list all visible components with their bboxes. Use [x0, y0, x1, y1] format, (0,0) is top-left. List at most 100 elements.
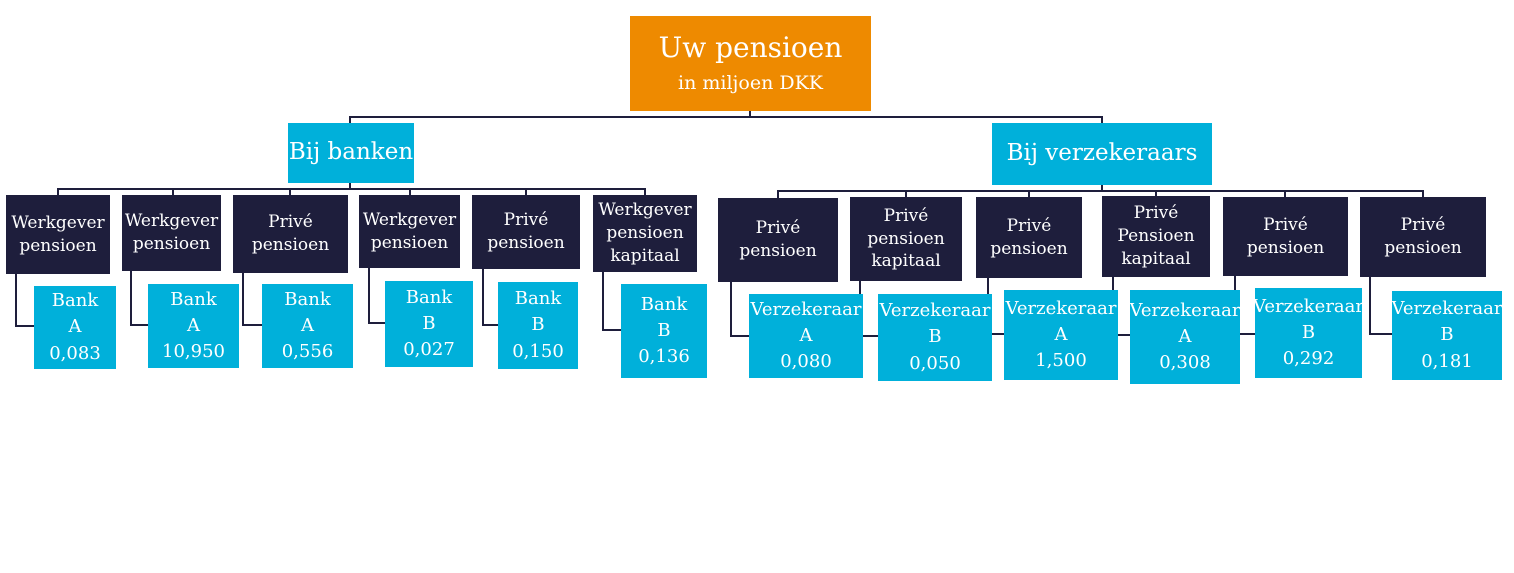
type-line: Werkgever — [124, 211, 219, 232]
provider-line: A — [187, 314, 200, 336]
provider-line: Verzekeraar — [879, 300, 991, 322]
connector-line-26 — [1369, 277, 1392, 335]
connector-line-3 — [57, 188, 646, 195]
insurer-type-node-5: Privé pensioen — [1223, 197, 1348, 276]
type-line: kapitaal — [871, 251, 941, 272]
bank-provider-node-3: Bank A 0,556 — [262, 284, 353, 368]
provider-line: B — [657, 319, 671, 341]
type-line: pensioen — [606, 223, 684, 244]
insurer-provider-node-2: Verzekeraar B 0,050 — [878, 294, 992, 381]
provider-line: A — [799, 324, 813, 346]
type-line: pensioen — [132, 234, 211, 254]
provider-line: A — [301, 314, 314, 336]
category-banks-label: Bij banken — [288, 139, 414, 166]
provider-line: B — [531, 314, 545, 336]
root-node: Uw pensioen in miljoen DKK — [630, 16, 871, 111]
amount-value: 0,080 — [780, 351, 832, 373]
type-line: Privé — [1263, 214, 1308, 235]
provider-line: Verzekeraar — [1005, 297, 1117, 319]
bank-type-node-5: Privé pensioen — [472, 195, 580, 269]
root-subtitle: in miljoen DKK — [678, 71, 823, 94]
insurer-provider-node-6: Verzekeraar B 0,181 — [1392, 291, 1503, 380]
connector-line-18 — [368, 268, 385, 324]
type-line: Privé — [1133, 203, 1179, 224]
provider-line: Verzekeraar — [1253, 295, 1364, 317]
type-line: Privé — [503, 210, 549, 231]
provider-line: A — [1054, 323, 1068, 345]
type-line: pensioen — [990, 238, 1068, 259]
insurer-type-node-6: Privé pensioen — [1360, 197, 1486, 277]
amount-value: 0,027 — [403, 339, 455, 361]
type-line: Privé — [883, 205, 929, 226]
type-line: Privé — [1400, 215, 1446, 236]
type-line: pensioen — [739, 241, 817, 261]
type-line: Werkgever — [11, 212, 105, 233]
bank-type-node-3: Privé pensioen — [233, 195, 348, 273]
connector-line-19 — [482, 269, 498, 326]
type-line: Pensioen — [1117, 226, 1195, 247]
amount-value: 0,083 — [49, 342, 101, 364]
type-line: kapitaal — [610, 245, 680, 266]
connector-line-21 — [730, 282, 749, 337]
provider-line: Bank — [51, 290, 99, 312]
bank-type-node-2: Werkgever pensioen — [122, 195, 221, 271]
bank-provider-node-2: Bank A 10,950 — [148, 284, 239, 368]
category-banks: Bij banken — [288, 123, 414, 183]
provider-line: Bank — [514, 288, 562, 310]
insurer-type-node-4: Privé Pensioen kapitaal — [1102, 196, 1210, 277]
root-title: Uw pensioen — [658, 31, 843, 65]
insurer-type-node-1: Privé pensioen — [718, 198, 838, 282]
connector-line-9 — [777, 190, 1424, 198]
category-insurers: Bij verzekeraars — [992, 123, 1212, 185]
amount-value: 10,950 — [162, 341, 225, 363]
provider-line: A — [1178, 325, 1192, 347]
category-insurers-label: Bij verzekeraars — [1006, 140, 1198, 167]
provider-line: Bank — [170, 288, 217, 310]
provider-line: Bank — [405, 286, 453, 308]
bank-type-node-6: Werkgever pensioen kapitaal — [593, 195, 697, 272]
provider-line: A — [68, 316, 82, 338]
provider-line: B — [928, 326, 942, 348]
amount-value: 0,181 — [1421, 350, 1473, 372]
type-line: Werkgever — [598, 200, 692, 221]
insurer-type-node-3: Privé pensioen — [976, 197, 1082, 278]
insurer-type-node-2: Privé pensioen kapitaal — [850, 197, 962, 281]
bank-provider-node-5: Bank B 0,150 — [498, 282, 578, 369]
bank-provider-node-1: Bank A 0,083 — [34, 286, 116, 369]
connector-line-15 — [15, 274, 34, 327]
type-line: Privé — [1006, 215, 1052, 236]
type-line: pensioen — [370, 232, 449, 253]
provider-line: B — [1440, 324, 1454, 346]
connector-line-1 — [349, 116, 1103, 123]
amount-value: 1,500 — [1035, 350, 1087, 372]
type-line: Werkgever — [362, 209, 457, 230]
bank-type-node-4: Werkgever pensioen — [359, 195, 460, 268]
insurer-provider-node-4: Verzekeraar A 0,308 — [1129, 290, 1241, 384]
provider-line: B — [422, 312, 436, 334]
amount-value: 0,136 — [638, 346, 690, 368]
provider-line: Verzekeraar — [1129, 299, 1241, 321]
type-line: pensioen — [19, 235, 97, 256]
connector-line-16 — [130, 271, 148, 326]
type-line: pensioen — [1246, 237, 1325, 258]
type-line: Privé — [755, 218, 801, 239]
amount-value: 0,308 — [1159, 352, 1211, 374]
type-line: pensioen — [1384, 238, 1462, 258]
insurer-provider-node-5: Verzekeraar B 0,292 — [1253, 288, 1364, 378]
type-line: pensioen — [487, 233, 565, 253]
type-line: Privé — [268, 212, 313, 233]
bank-provider-node-6: Bank B 0,136 — [621, 284, 707, 378]
insurer-provider-node-1: Verzekeraar A 0,080 — [749, 294, 863, 378]
provider-line: Verzekeraar — [750, 298, 862, 320]
type-line: pensioen — [251, 235, 330, 255]
bank-provider-node-4: Bank B 0,027 — [385, 281, 473, 367]
provider-line: B — [1301, 321, 1316, 343]
type-line: pensioen — [867, 228, 945, 249]
connector-line-17 — [242, 273, 262, 326]
provider-line: Bank — [284, 288, 331, 310]
type-line: kapitaal — [1121, 248, 1191, 269]
bank-type-node-1: Werkgever pensioen — [6, 195, 110, 274]
amount-value: 0,150 — [512, 340, 564, 362]
amount-value: 0,556 — [281, 341, 334, 363]
provider-line: Bank — [640, 293, 688, 315]
